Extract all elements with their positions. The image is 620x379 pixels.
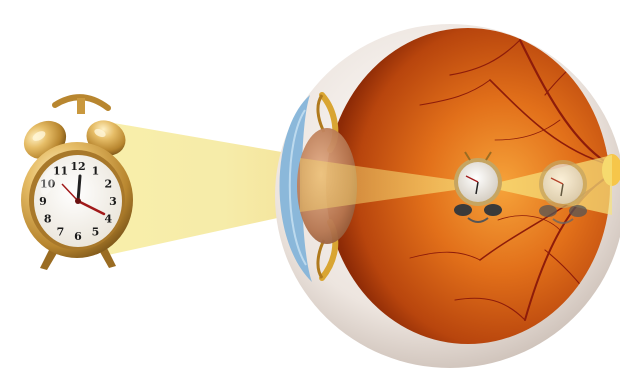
clock-hour-hand — [78, 176, 80, 201]
clock-dial-number: 2 — [104, 178, 112, 191]
clock-dial-number: 3 — [109, 195, 117, 208]
clock-dial-number: 5 — [92, 225, 100, 238]
clock-dial-number: 4 — [104, 213, 112, 226]
clock-dial-number: 9 — [39, 195, 47, 208]
clock-dial-number: 6 — [74, 230, 82, 243]
clock-dial-number: 8 — [44, 213, 52, 226]
clock-dial-number: 7 — [57, 225, 65, 238]
clock-dial-number: 1 — [92, 165, 100, 178]
clock-dial-number: 12 — [70, 160, 85, 173]
